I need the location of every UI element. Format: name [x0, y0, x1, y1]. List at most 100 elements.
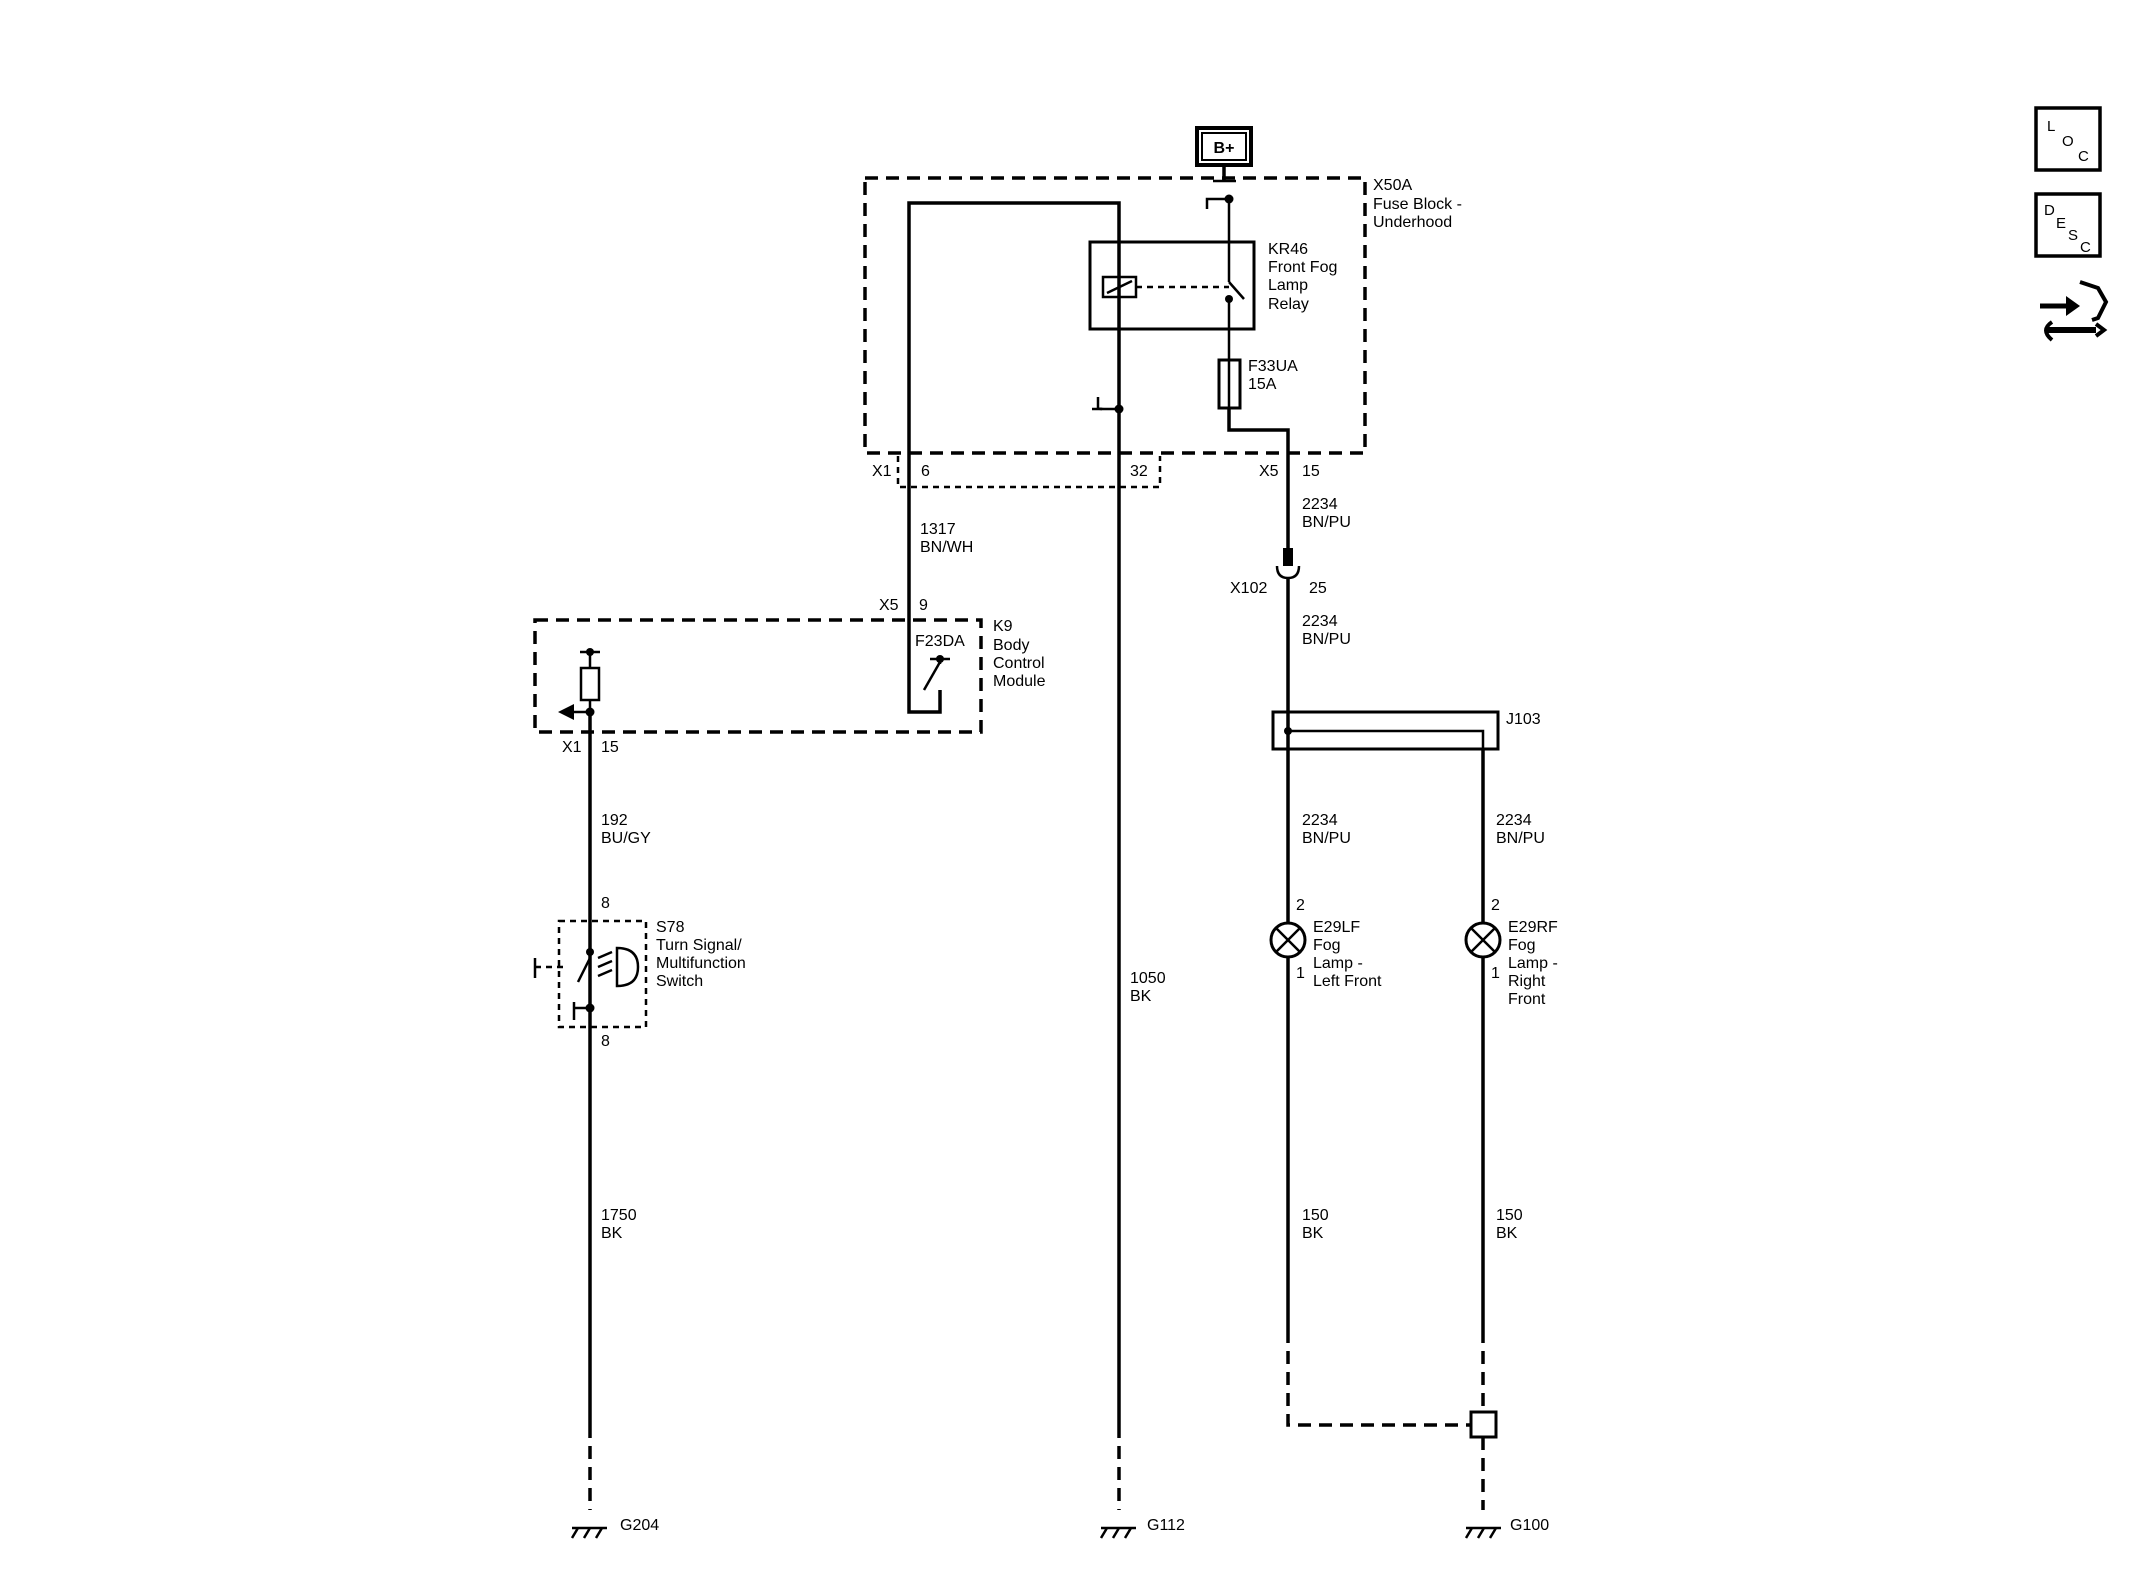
splice-j103: J103: [1271, 710, 1541, 751]
relay-box: [1088, 240, 1256, 331]
wire-1750-color: BK: [601, 1225, 623, 1242]
svg-text:Left Front: Left Front: [1313, 973, 1382, 990]
svg-text:Front Fog: Front Fog: [1268, 259, 1337, 276]
body-control-module-k9: X5 9 K9 Body Control Module F23DA: [533, 463, 1046, 734]
svg-text:Turn Signal/: Turn Signal/: [656, 937, 742, 954]
ground-g100: G100: [1464, 1517, 1549, 1539]
bcm-outline: [533, 618, 983, 734]
svg-text:Multifunction: Multifunction: [656, 955, 746, 972]
ground-g112-label: G112: [1147, 1517, 1185, 1534]
switch-ref: S78: [656, 919, 685, 936]
wire-192-color: BU/GY: [601, 830, 651, 847]
svg-text:Lamp -: Lamp -: [1508, 955, 1558, 972]
bcm-x1-conn: X1: [562, 739, 582, 756]
wire-1050-circuit: 1050: [1130, 970, 1166, 987]
fb-x5-pin-15: 15: [1302, 463, 1320, 480]
ground-g204: G204: [570, 1517, 659, 1539]
x102-pin: 25: [1309, 580, 1327, 597]
svg-text:Front: Front: [1508, 991, 1546, 1008]
svg-text:C: C: [2080, 239, 2091, 256]
svg-text:S: S: [2068, 227, 2078, 244]
x1-connector-outline: [896, 456, 1162, 489]
svg-text:Relay: Relay: [1268, 296, 1309, 313]
fuse-block-ref: X50A: [1373, 177, 1412, 194]
svg-text:Body: Body: [993, 637, 1029, 654]
wire-2234-d-circuit: 2234: [1496, 812, 1532, 829]
bcm-input-arrow: [558, 704, 574, 720]
loc-icon[interactable]: L O C: [2034, 106, 2102, 172]
wire-1750-circuit: 1750: [601, 1207, 637, 1224]
b-plus-label: B+: [1214, 140, 1235, 157]
wire-2234-d-color: BN/PU: [1496, 830, 1545, 847]
fuse-rating: 15A: [1248, 376, 1277, 393]
wire-150-b-circuit: 150: [1496, 1207, 1523, 1224]
svg-text:Right: Right: [1508, 973, 1546, 990]
lamp-left-ref: E29LF: [1313, 919, 1360, 936]
splice-outer: [1271, 710, 1500, 751]
desc-icon[interactable]: D E S C: [2034, 192, 2102, 258]
wire-2234-c-circuit: 2234: [1302, 812, 1338, 829]
svg-text:E: E: [2056, 215, 2066, 232]
svg-text:D: D: [2044, 202, 2055, 219]
fuse-block-outline: [863, 176, 1367, 455]
switch-outline: [557, 919, 648, 1029]
bcm-ref: K9: [993, 618, 1013, 635]
svg-text:Lamp: Lamp: [1268, 277, 1308, 294]
fuse-f33ua: F33UA 15A: [1217, 350, 1298, 548]
bcm-x5-conn: X5: [879, 597, 899, 614]
wire-2234-a-circuit: 2234: [1302, 496, 1338, 513]
svg-text:C: C: [2078, 148, 2089, 165]
fog-lamp-right-front-e29rf: 2 1 E29RF Fog Lamp - Right Front: [1464, 897, 1558, 1008]
wire-1050-color: BK: [1130, 988, 1152, 1005]
switch-pin-bottom: 8: [601, 1033, 610, 1050]
wire-2234-b-circuit: 2234: [1302, 613, 1338, 630]
svg-text:Fog: Fog: [1508, 937, 1536, 954]
fb-x1-pin-6: 6: [921, 463, 930, 480]
fog-lamp-left-front-e29lf: 2 1 E29LF Fog Lamp - Left Front: [1269, 897, 1382, 990]
lamp-right-pin-bottom: 1: [1491, 965, 1500, 982]
turn-signal-multifunction-switch-s78: 8 S78 Turn Signal/ Multifunction Switch …: [533, 895, 746, 1050]
connector-wrench-icon[interactable]: [2040, 280, 2109, 342]
wire-1317-circuit: 1317: [920, 521, 956, 538]
svg-text:Lamp -: Lamp -: [1313, 955, 1363, 972]
ground-g204-label: G204: [620, 1517, 659, 1534]
lamp-right-ref: E29RF: [1508, 919, 1558, 936]
wire-150-a-circuit: 150: [1302, 1207, 1329, 1224]
fb-x5-conn: X5: [1259, 463, 1279, 480]
splice-ref: J103: [1506, 711, 1541, 728]
lamp-left-pin-bottom: 1: [1296, 965, 1305, 982]
svg-text:L: L: [2047, 118, 2055, 135]
wire-2234-b-color: BN/PU: [1302, 631, 1351, 648]
bcm-output-ref: F23DA: [915, 633, 965, 650]
bcm-resistor: [579, 666, 601, 702]
bcm-x1-pin: 15: [601, 739, 619, 756]
svg-text:Module: Module: [993, 673, 1046, 690]
wire-2234-a-color: BN/PU: [1302, 514, 1351, 531]
relay-kr46: KR46 Front Fog Lamp Relay: [1088, 240, 1337, 350]
ground-g112: G112: [1099, 1517, 1185, 1539]
battery-supply: B+: [1195, 126, 1253, 183]
wire-2234-c-color: BN/PU: [1302, 830, 1351, 847]
relay-ref: KR46: [1268, 241, 1308, 258]
switch-pin-top: 8: [601, 895, 610, 912]
x102-conn: X102: [1230, 580, 1267, 597]
svg-text:Underhood: Underhood: [1373, 214, 1452, 231]
bcm-x5-pin: 9: [919, 597, 928, 614]
fb-x1-pin-32: 32: [1130, 463, 1148, 480]
svg-text:Fog: Fog: [1313, 937, 1341, 954]
svg-text:Control: Control: [993, 655, 1045, 672]
ground-connector-box: [1469, 1410, 1498, 1439]
wire-150-b-color: BK: [1496, 1225, 1518, 1242]
fuse-ref: F33UA: [1248, 358, 1298, 375]
wire-150-a-color: BK: [1302, 1225, 1324, 1242]
lamp-right-pin-top: 2: [1491, 897, 1500, 914]
fb-x1-conn: X1: [872, 463, 892, 480]
lamp-left-pin-top: 2: [1296, 897, 1305, 914]
ground-g100-label: G100: [1510, 1517, 1549, 1534]
svg-text:O: O: [2062, 133, 2074, 150]
svg-text:Switch: Switch: [656, 973, 703, 990]
svg-text:Fuse Block -: Fuse Block -: [1373, 196, 1462, 213]
wire-192-circuit: 192: [601, 812, 628, 829]
fuse-block-x50a: X50A Fuse Block - Underhood KR46 Front F…: [863, 176, 1462, 1425]
